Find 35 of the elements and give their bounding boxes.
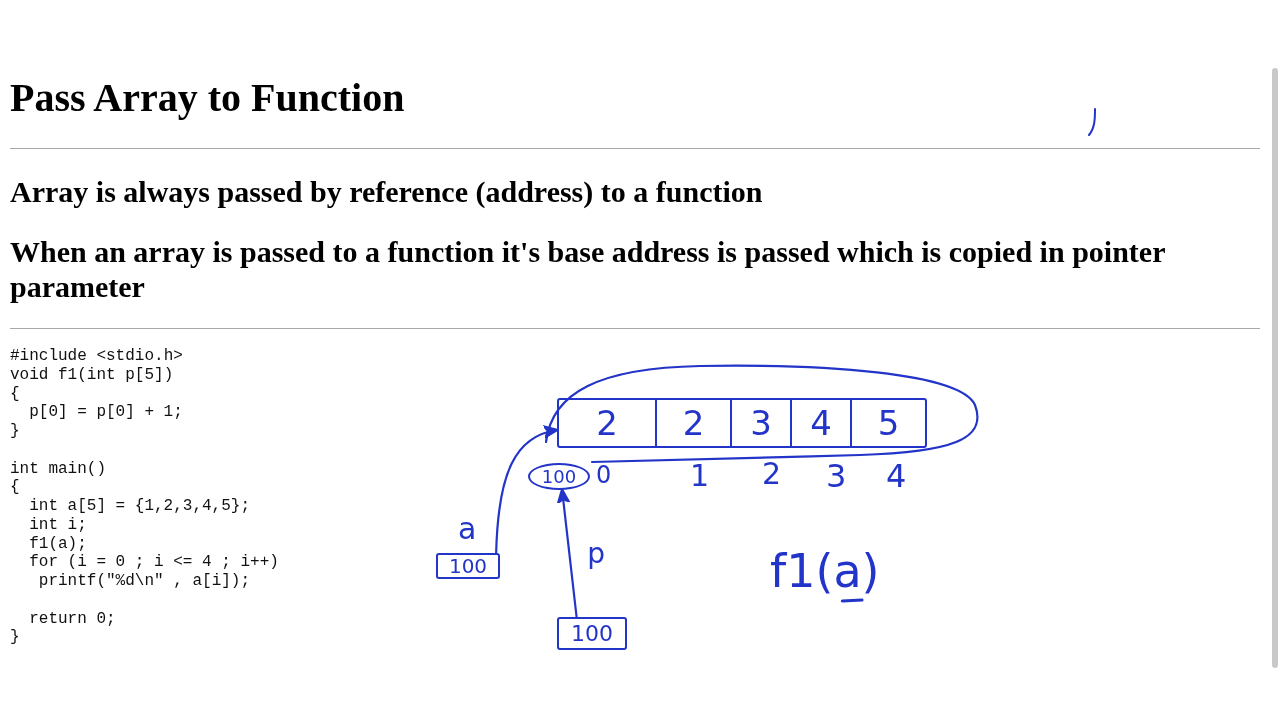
code-line: for (i = 0 ; i <= 4 ; i++) — [29, 553, 279, 572]
code-line: printf("%d\n" , a[i]); — [38, 572, 251, 591]
array-cell: 3 — [732, 400, 792, 446]
array-cell: 4 — [792, 400, 852, 446]
code-line: void f1(int p[5]) — [10, 365, 174, 385]
subheading: When an array is passed to a function it's base address is passed which is copied in pointer parameter — [10, 234, 1166, 304]
array-box — [557, 398, 927, 448]
index-number: 3 — [826, 458, 847, 495]
code-line: return 0; — [29, 609, 116, 629]
value-box: 100 — [557, 617, 627, 650]
code-line: { — [10, 384, 20, 404]
code-line: { — [10, 478, 20, 497]
index-number: 2 — [762, 456, 782, 491]
array-cell: 2 — [657, 400, 732, 446]
handwritten-call: f1(a) — [770, 545, 880, 598]
code-line: int main() — [10, 459, 106, 479]
address-ellipse: 100 — [528, 463, 590, 490]
code-line: f1(a); — [29, 534, 87, 554]
code-line: } — [10, 422, 20, 441]
array-cell: 5 — [852, 400, 925, 446]
value-box: 100 — [436, 553, 500, 579]
page-title: Pass Array to Function — [10, 76, 405, 120]
index-number: 4 — [886, 458, 907, 495]
code-line: int a[5] = {1,2,3,4,5}; — [29, 497, 251, 516]
arrow — [556, 487, 578, 619]
code-line: } — [10, 628, 20, 647]
code-line: #include <stdio.h> — [10, 347, 183, 366]
index-number: 0 — [596, 461, 612, 489]
code-line: int i; — [29, 515, 87, 535]
code-line: p[0] = p[0] + 1; — [29, 403, 183, 422]
arrow — [495, 426, 559, 555]
index-number: 1 — [690, 458, 710, 493]
array-cell: 2 — [559, 400, 657, 446]
variable-name: a — [458, 511, 477, 546]
subheading: Array is always passed by reference (address) to a function — [10, 174, 764, 209]
